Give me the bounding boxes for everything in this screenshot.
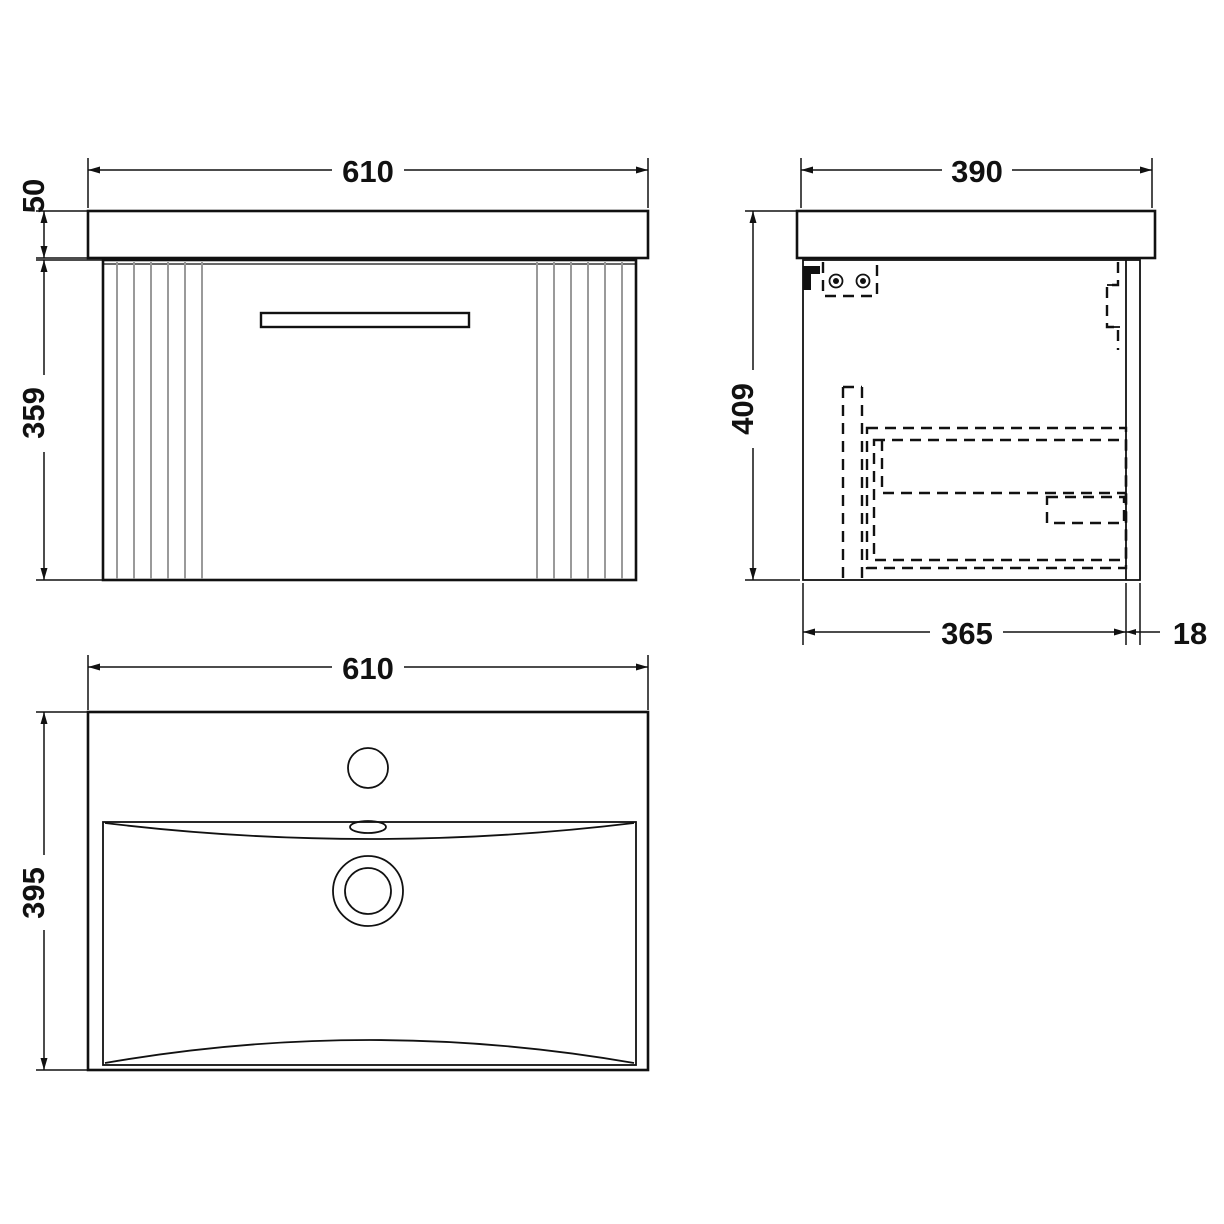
bracket-hidden-outline <box>821 262 879 298</box>
arrowhead <box>1114 628 1126 636</box>
arrowhead <box>801 166 813 174</box>
side-back-panel-dimension: 18 <box>1126 583 1207 651</box>
side-elevation-view: 390 409 365 18 <box>725 154 1207 651</box>
bracket-screw-hole <box>828 273 844 289</box>
arrowhead <box>40 568 48 580</box>
drawer-box-inner <box>872 438 1128 562</box>
arrowhead <box>40 1058 48 1070</box>
wall-mount-bracket-icon <box>803 266 820 290</box>
basin-plan-view: 610 395 <box>16 651 650 1072</box>
arrowhead <box>803 628 815 636</box>
side-total-height-label: 409 <box>725 383 760 435</box>
side-countertop <box>795 209 1157 260</box>
side-depth-label: 390 <box>951 154 1003 189</box>
front-width-label: 610 <box>342 154 394 189</box>
side-carcass-depth-dimension: 365 <box>802 583 1127 651</box>
side-depth-dimension: 390 <box>800 154 1153 208</box>
front-cabinet-body <box>101 258 638 582</box>
plan-depth-label: 395 <box>16 867 51 919</box>
plan-width-label: 610 <box>342 651 394 686</box>
side-back-panel-label: 18 <box>1173 616 1207 651</box>
waste-outlet-inner-ring <box>344 867 392 915</box>
rear-service-notch <box>1105 262 1120 350</box>
front-fluted-panel-left <box>116 262 203 579</box>
overflow-slot <box>349 820 387 834</box>
basin-bowl-outline <box>102 821 637 1066</box>
arrowhead <box>40 246 48 258</box>
basin-front-curve <box>104 1039 635 1064</box>
bracket-screw-hole <box>855 273 871 289</box>
front-drawer-handle <box>259 311 471 329</box>
waste-outlet-outer-ring <box>332 855 404 927</box>
front-countertop <box>86 209 650 260</box>
side-carcass-depth-label: 365 <box>941 616 993 651</box>
arrowhead <box>40 260 48 272</box>
arrowhead <box>1140 166 1152 174</box>
side-cabinet-body <box>802 259 1141 581</box>
arrowhead <box>636 663 648 671</box>
front-cabinet-height-label: 359 <box>16 387 51 439</box>
front-elevation-view: 610 50 359 <box>16 154 650 582</box>
arrowhead <box>636 166 648 174</box>
basin-outer-edge <box>86 710 650 1072</box>
plan-width-dimension: 610 <box>87 651 649 710</box>
bracket-screw-hole-center <box>860 278 866 284</box>
arrowhead <box>40 211 48 223</box>
tap-hole <box>347 747 389 789</box>
drawer-support-bracket <box>841 385 864 580</box>
front-width-dimension: 610 <box>87 154 649 208</box>
drawer-divider <box>880 440 1126 495</box>
front-fluted-panel-right <box>536 262 623 579</box>
arrowhead <box>749 568 757 580</box>
arrowhead <box>88 663 100 671</box>
arrowhead <box>1126 629 1136 635</box>
plan-depth-dimension: 395 <box>16 711 105 1071</box>
bracket-screw-hole-center <box>833 278 839 284</box>
front-countertop-thickness-label: 50 <box>16 179 51 213</box>
arrowhead <box>749 211 757 223</box>
basin-rear-curve <box>104 822 635 840</box>
front-cabinet-height-dimension: 359 <box>16 259 105 581</box>
side-total-height-dimension: 409 <box>725 210 800 581</box>
arrowhead <box>40 712 48 724</box>
drawer-runner-detail <box>1045 495 1126 525</box>
front-countertop-thickness-dimension: 50 <box>16 179 105 259</box>
arrowhead <box>88 166 100 174</box>
